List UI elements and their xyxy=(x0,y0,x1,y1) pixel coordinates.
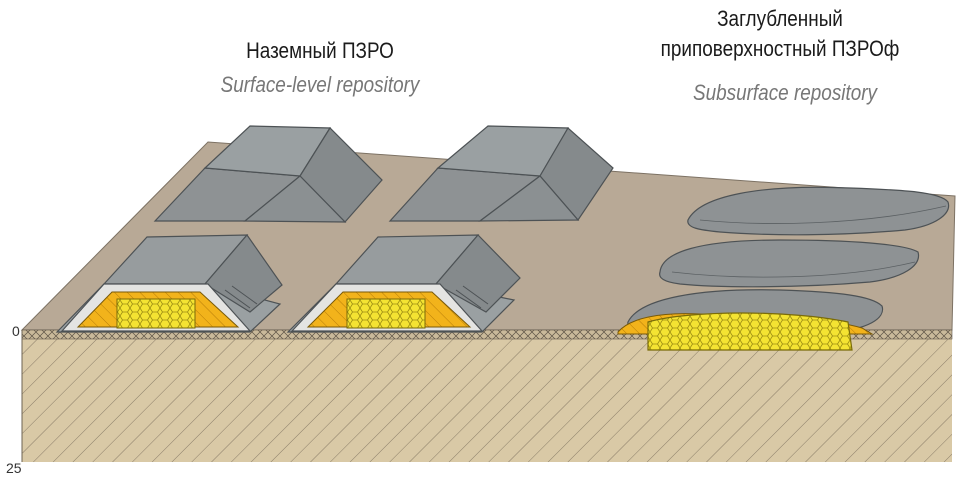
depth-bottom-label: 25 xyxy=(6,460,22,476)
subsurface-title-line-2: приповерхностный ПЗРОф xyxy=(660,36,900,61)
surface-module-back-right xyxy=(388,125,614,222)
surface-title: Наземный ПЗРО xyxy=(246,38,394,63)
surface-module-front-left xyxy=(55,234,283,333)
subsurface-waste-body xyxy=(617,312,874,351)
surface-module-front-right xyxy=(286,234,521,333)
surface-subtitle: Surface-level repository xyxy=(220,72,420,97)
subsurface-subtitle: Subsurface repository xyxy=(692,80,878,105)
depth-zero-label: 0 xyxy=(12,323,20,339)
subsurface-title-line-1: Заглубленный xyxy=(717,6,843,31)
soil-layer xyxy=(22,338,952,462)
surface-module-back-left xyxy=(153,125,383,223)
